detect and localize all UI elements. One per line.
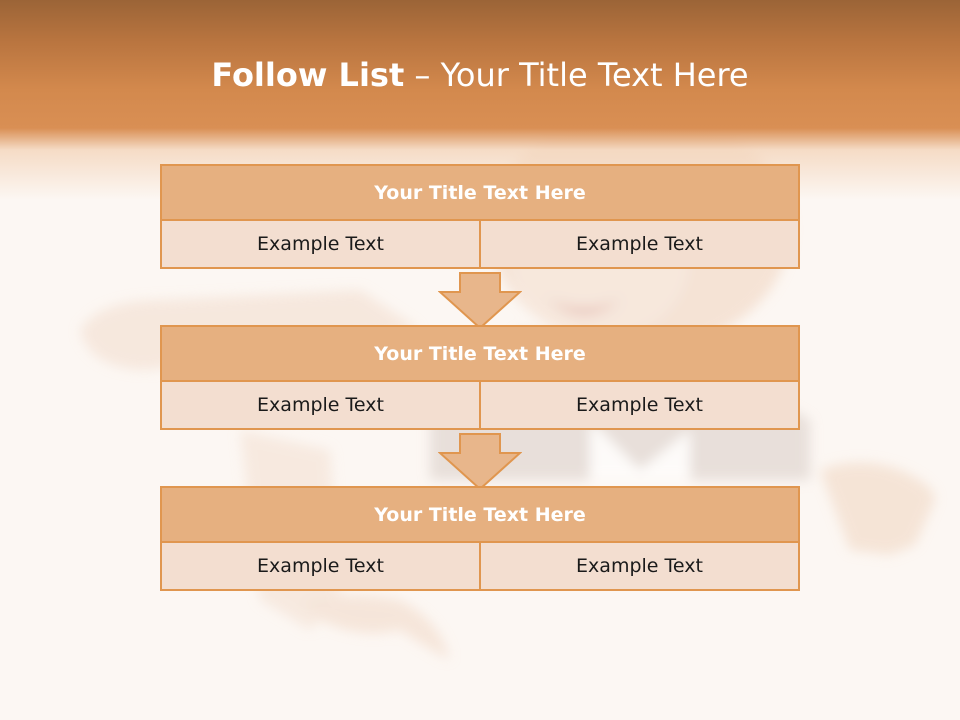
- block-cell-right: Example Text: [479, 543, 798, 589]
- block-row: Example Text Example Text: [162, 221, 798, 267]
- block-title: Your Title Text Here: [162, 488, 798, 543]
- block-title: Your Title Text Here: [162, 327, 798, 382]
- block-cell-left: Example Text: [162, 221, 479, 267]
- follow-block-1: Your Title Text Here Example Text Exampl…: [160, 164, 800, 269]
- block-title: Your Title Text Here: [162, 166, 798, 221]
- block-cell-left: Example Text: [162, 543, 479, 589]
- block-cell-right: Example Text: [479, 221, 798, 267]
- down-arrow-icon: [438, 272, 522, 330]
- down-arrow-icon: [438, 433, 522, 491]
- block-row: Example Text Example Text: [162, 382, 798, 428]
- slide-title-bold: Follow List: [211, 56, 405, 94]
- block-cell-right: Example Text: [479, 382, 798, 428]
- block-cell-left: Example Text: [162, 382, 479, 428]
- slide-title: Follow List – Your Title Text Here: [0, 52, 960, 98]
- slide-title-rest: – Your Title Text Here: [404, 56, 749, 94]
- follow-block-3: Your Title Text Here Example Text Exampl…: [160, 486, 800, 591]
- block-row: Example Text Example Text: [162, 543, 798, 589]
- follow-block-2: Your Title Text Here Example Text Exampl…: [160, 325, 800, 430]
